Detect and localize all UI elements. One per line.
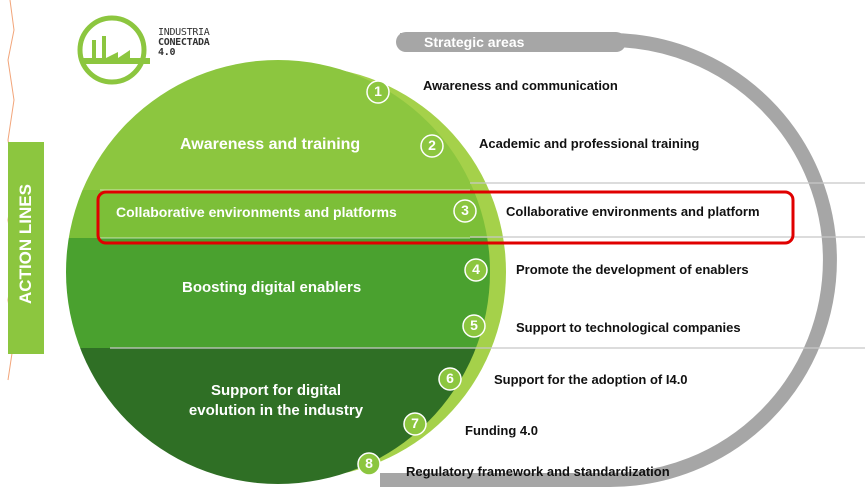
badge-4: [464, 258, 488, 282]
badge-8: [357, 452, 381, 476]
action-line-collaborative: Collaborative environments and platforms: [116, 204, 397, 220]
action-line-support: Support for digital evolution in the ind…: [176, 381, 376, 421]
badge-number-5: 5: [470, 317, 478, 333]
strategic-area-4: Promote the development of enablers: [516, 262, 749, 277]
badge-7: [403, 412, 427, 436]
logo-line-3: 4.0: [158, 47, 176, 58]
strategic-area-3: Collaborative environments and platform: [506, 204, 760, 219]
grey-arc: [380, 33, 837, 487]
strategic-area-2: Academic and professional training: [479, 136, 700, 151]
badge-number-3: 3: [461, 202, 469, 218]
badge-6: [438, 367, 462, 391]
badge-number-2: 2: [428, 137, 436, 153]
action-line-support-line-1: Support for digital: [211, 382, 341, 399]
badge-2: [420, 134, 444, 158]
action-lines-bar: [8, 142, 44, 354]
logo-text: INDUSTRIA CONECTADA 4.0: [158, 28, 210, 58]
logo-line-1: INDUSTRIA: [158, 27, 210, 38]
badge-number-7: 7: [411, 415, 419, 431]
badge-number-1: 1: [374, 83, 382, 99]
strategic-areas-title: Strategic areas: [424, 34, 525, 50]
badge-5: [462, 314, 486, 338]
strategic-area-6: Support for the adoption of I4.0: [494, 372, 688, 387]
logo-line-2: CONECTADA: [158, 37, 210, 48]
strategic-area-1: Awareness and communication: [423, 78, 618, 93]
badge-number-4: 4: [472, 261, 480, 277]
band-collaborative: [66, 190, 490, 238]
band-enablers: [66, 238, 490, 348]
strategic-area-7: Funding 4.0: [465, 423, 538, 438]
logo-icon: [77, 15, 150, 85]
action-line-support-line-2: evolution in the industry: [188, 402, 364, 419]
badge-1: [366, 80, 390, 104]
action-line-enablers: Boosting digital enablers: [182, 279, 362, 296]
badge-3: [453, 199, 477, 223]
action-line-awareness: Awareness and training: [180, 136, 361, 153]
strategic-area-5: Support to technological companies: [516, 320, 741, 335]
strategic-areas-pill: [396, 32, 626, 52]
badge-number-8: 8: [365, 455, 373, 471]
number-badges: [357, 80, 488, 476]
highlight-box: [96, 190, 795, 245]
badge-number-6: 6: [446, 370, 454, 386]
strategic-area-8: Regulatory framework and standardization: [406, 464, 670, 479]
